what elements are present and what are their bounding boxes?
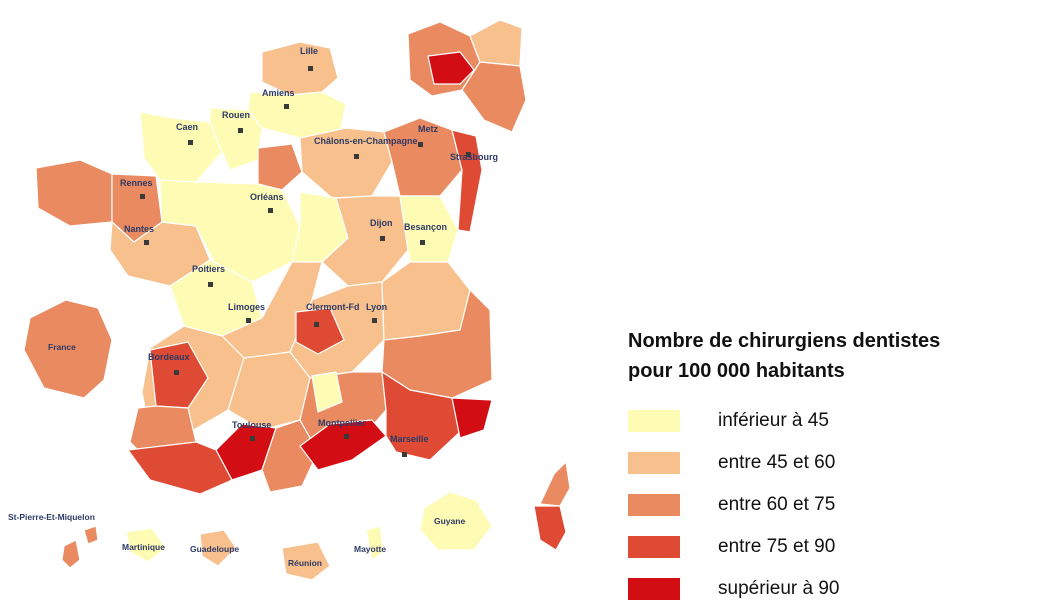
label-metz: Metz <box>418 124 438 134</box>
region-idf <box>257 143 303 191</box>
label-clermont: Clermont-Fd <box>306 302 360 312</box>
label-mayotte: Mayotte <box>354 544 386 554</box>
france-map: Lille Amiens Rouen Caen Châlons-en-Champ… <box>8 19 571 581</box>
legend-swatch <box>628 410 680 432</box>
territory-layer: St-Pierre-Et-Miquelon Martinique Guadelo… <box>8 342 465 568</box>
legend-label: entre 75 et 90 <box>718 536 836 557</box>
legend-item: entre 45 et 60 <box>628 442 1033 484</box>
legend-swatch <box>628 452 680 474</box>
marker-orleans <box>268 208 273 213</box>
label-caen: Caen <box>176 122 198 132</box>
region-alsace <box>451 129 483 233</box>
region-rhone <box>381 261 471 341</box>
guyane-shape <box>419 491 493 551</box>
region-pyrenees <box>127 441 233 495</box>
legend-item: inférieur à 45 <box>628 400 1033 442</box>
label-besancon: Besançon <box>404 222 447 232</box>
marker-limoges <box>246 318 251 323</box>
label-lille: Lille <box>300 46 318 56</box>
label-guyane: Guyane <box>434 516 465 526</box>
label-marseille: Marseille <box>390 434 429 444</box>
legend-item: entre 60 et 75 <box>628 484 1033 526</box>
marker-rouen <box>238 128 243 133</box>
legend: Nombre de chirurgiens dentistes pour 100… <box>628 326 1033 610</box>
corse-north <box>539 461 571 507</box>
label-dijon: Dijon <box>370 218 393 228</box>
stpierre-shape2 <box>83 525 99 545</box>
label-toulouse: Toulouse <box>232 420 271 430</box>
marker-poitiers <box>208 282 213 287</box>
stpierre-shape <box>61 539 81 569</box>
marker-montpellier <box>344 434 349 439</box>
region-provence <box>381 371 461 461</box>
marker-bordeaux <box>174 370 179 375</box>
reunion-shape <box>281 541 331 581</box>
guadeloupe-shape <box>199 529 237 567</box>
marker-metz <box>418 142 423 147</box>
region-lozere <box>311 371 343 413</box>
marker-amiens <box>284 104 289 109</box>
region-normandie-west <box>139 111 223 183</box>
marker-caen <box>188 140 193 145</box>
label-france: France <box>48 342 76 352</box>
label-limoges: Limoges <box>228 302 265 312</box>
marker-clermont <box>314 322 319 327</box>
label-stpierre: St-Pierre-Et-Miquelon <box>8 512 95 522</box>
legend-swatch <box>628 494 680 516</box>
corse-south <box>533 505 567 551</box>
mayotte-shape <box>365 525 385 561</box>
legend-swatch <box>628 578 680 600</box>
legend-title-line1: Nombre de chirurgiens dentistes <box>628 330 941 352</box>
legend-item: entre 75 et 90 <box>628 526 1033 568</box>
region-lorraine <box>383 117 463 197</box>
marker-lyon <box>372 318 377 323</box>
region-cote-azur <box>451 397 493 439</box>
marker-marseille <box>402 452 407 457</box>
marker-nantes <box>144 240 149 245</box>
inset-lorraine-east <box>469 19 523 67</box>
label-montpellier: Montpellier <box>318 418 366 428</box>
region-clermont <box>295 307 345 355</box>
label-chalons: Châlons-en-Champagne <box>314 136 418 146</box>
label-orleans: Orléans <box>250 192 284 202</box>
inset-lorraine-south <box>461 61 527 133</box>
label-reunion: Réunion <box>288 558 322 568</box>
martinique-shape <box>125 527 167 563</box>
marker-besancon <box>420 240 425 245</box>
legend-label: entre 60 et 75 <box>718 494 836 515</box>
inset-france <box>23 299 113 399</box>
legend-title-line2: pour 100 000 habitants <box>628 360 845 382</box>
legend-label: inférieur à 45 <box>718 410 829 431</box>
city-layer: Lille Amiens Rouen Caen Châlons-en-Champ… <box>120 46 498 457</box>
region-champagne <box>299 127 393 199</box>
label-rouen: Rouen <box>222 110 250 120</box>
marker-rennes <box>140 194 145 199</box>
region-nord <box>261 41 339 96</box>
label-bordeaux: Bordeaux <box>148 352 190 362</box>
marker-toulouse <box>250 436 255 441</box>
label-amiens: Amiens <box>262 88 295 98</box>
marker-dijon <box>380 236 385 241</box>
region-bretagne-west <box>35 159 113 227</box>
label-guadeloupe: Guadeloupe <box>190 544 239 554</box>
legend-title: Nombre de chirurgiens dentistes pour 100… <box>628 326 1033 386</box>
label-strasbourg: Strasbourg <box>450 152 498 162</box>
label-nantes: Nantes <box>124 224 154 234</box>
legend-label: entre 45 et 60 <box>718 452 836 473</box>
label-lyon: Lyon <box>366 302 387 312</box>
inset-lorraine-inner <box>427 51 475 85</box>
label-martinique: Martinique <box>122 542 165 552</box>
legend-swatch <box>628 536 680 558</box>
map-svg: Lille Amiens Rouen Caen Châlons-en-Champ… <box>8 19 571 581</box>
marker-lille <box>308 66 313 71</box>
marker-strasbourg <box>466 152 471 157</box>
marker-chalons <box>354 154 359 159</box>
label-poitiers: Poitiers <box>192 264 225 274</box>
legend-item: supérieur à 90 <box>628 568 1033 610</box>
label-rennes: Rennes <box>120 178 153 188</box>
legend-label: supérieur à 90 <box>718 578 840 599</box>
region-normandie-east <box>209 107 263 171</box>
